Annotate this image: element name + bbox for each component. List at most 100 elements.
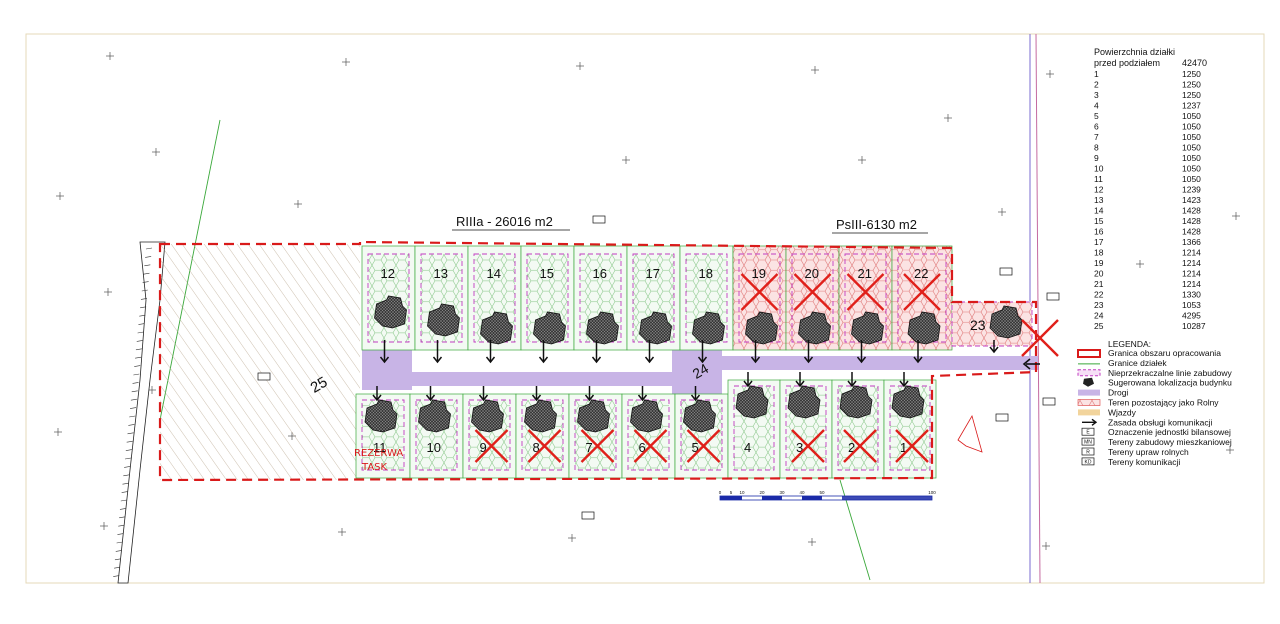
access-arrow xyxy=(803,340,814,364)
area-table-plot: 5 xyxy=(1094,111,1099,121)
access-arrow xyxy=(531,386,542,402)
plot-24-number: 24 xyxy=(690,360,712,382)
area-table-plot: 6 xyxy=(1094,122,1099,132)
legend-item-entries: Wjazdy xyxy=(1078,407,1137,417)
plot-number: 11 xyxy=(373,440,387,455)
plot-number: 3 xyxy=(796,440,803,455)
legend-symbol: KD xyxy=(1085,459,1092,465)
area-table-area: 1428 xyxy=(1182,216,1201,226)
area-table-plot: 14 xyxy=(1094,206,1104,216)
building xyxy=(533,311,566,345)
area-table-area: 1428 xyxy=(1182,227,1201,237)
survey-mark xyxy=(148,386,156,394)
building xyxy=(427,303,460,337)
area-table-plot: 23 xyxy=(1094,300,1104,310)
survey-mark xyxy=(568,534,576,542)
plot-15: 15 xyxy=(520,245,575,351)
area-table-area: 1050 xyxy=(1182,111,1201,121)
area-table-area: 1050 xyxy=(1182,143,1201,153)
road-edge-line xyxy=(1035,33,1041,584)
access-arrow xyxy=(584,386,595,402)
road-junction xyxy=(672,350,722,396)
survey-mark xyxy=(1046,70,1054,78)
area-table-area: 1050 xyxy=(1182,153,1201,163)
building xyxy=(577,399,610,433)
survey-mark xyxy=(106,52,114,60)
survey-mark xyxy=(1232,212,1240,220)
access-arrow xyxy=(591,340,602,364)
area-table-plot: 10 xyxy=(1094,164,1104,174)
survey-mark xyxy=(808,538,816,546)
reserve-note: REZERWA xyxy=(354,448,403,459)
red-cross-mark xyxy=(740,273,779,311)
building xyxy=(471,399,504,433)
access-arrow xyxy=(899,372,909,388)
access-arrow xyxy=(847,372,857,388)
survey-mark xyxy=(338,528,346,536)
area-table-area: 1250 xyxy=(1182,80,1201,90)
road-east xyxy=(722,356,1038,370)
access-arrow xyxy=(690,386,701,402)
plot-number: 8 xyxy=(533,440,540,455)
study-area-boundary xyxy=(158,240,1038,482)
legend-label: Sugerowana lokalizacja budynku xyxy=(1108,378,1232,388)
legend-label: Nieprzekraczalne linie zabudowy xyxy=(1108,368,1233,378)
access-arrow xyxy=(432,340,443,364)
survey-mark xyxy=(811,66,819,74)
area-table-plot: 8 xyxy=(1094,143,1099,153)
plot-17: 17 xyxy=(626,245,681,351)
legend-title: LEGENDA: xyxy=(1108,339,1151,349)
survey-mark xyxy=(100,522,108,530)
scale-tick-label: 40 xyxy=(799,490,805,495)
building xyxy=(586,311,619,345)
legend-label: Tereny komunikacji xyxy=(1108,457,1180,467)
legend-item-boundary: Granica obszaru opracowania xyxy=(1077,348,1221,358)
area-table-plot: 19 xyxy=(1094,258,1104,268)
area-table-area: 4295 xyxy=(1182,311,1201,321)
legend-item-access: Zasada obsługi komunikacji xyxy=(1082,417,1213,427)
red-cross-mark xyxy=(895,429,929,463)
legend-item-plots: Granice działek xyxy=(1078,358,1167,368)
legend-symbol: E xyxy=(1086,430,1090,436)
survey-mark xyxy=(576,62,584,70)
red-cross-mark xyxy=(474,429,509,463)
area-table-plot: 2 xyxy=(1094,80,1099,90)
plot-number: 9 xyxy=(480,440,487,455)
red-cross-mark xyxy=(791,429,825,463)
building xyxy=(639,311,672,345)
plot-10: 10 xyxy=(409,393,464,479)
access-arrow xyxy=(425,386,436,402)
plot-number: 15 xyxy=(540,266,554,281)
building xyxy=(630,399,663,433)
red-cross-mark xyxy=(843,429,877,463)
area-table-area: 1214 xyxy=(1182,248,1201,258)
building xyxy=(692,311,725,345)
legend-label: Teren pozostający jako Rolny xyxy=(1108,398,1219,408)
area-table-area: 1050 xyxy=(1182,164,1201,174)
area-table-plot: 17 xyxy=(1094,237,1104,247)
access-arrow xyxy=(913,340,923,364)
red-cross-mark xyxy=(793,273,832,311)
area-table-plot: 22 xyxy=(1094,290,1104,300)
building xyxy=(851,311,884,345)
plot-number: 20 xyxy=(805,266,819,281)
plot-number: 19 xyxy=(752,266,766,281)
unit-markers xyxy=(257,215,1060,520)
building xyxy=(524,399,557,433)
plot-3: 3 xyxy=(779,379,833,479)
plot-9: 9 xyxy=(462,393,517,479)
survey-mark xyxy=(1136,260,1144,268)
plot-21: 21 xyxy=(838,245,893,351)
plot-5: 5 xyxy=(674,393,729,479)
area-table-plot: 3 xyxy=(1094,90,1099,100)
area-table-header: Powierzchnia działki xyxy=(1094,47,1175,57)
plot-number: 17 xyxy=(646,266,660,281)
plot-number: 1 xyxy=(900,440,907,455)
legend-label: Granice działek xyxy=(1108,358,1167,368)
access-arrow xyxy=(637,386,648,402)
legend-item-agri: Teren pozostający jako Rolny xyxy=(1077,398,1219,408)
legend-symbol: R xyxy=(1086,450,1090,456)
